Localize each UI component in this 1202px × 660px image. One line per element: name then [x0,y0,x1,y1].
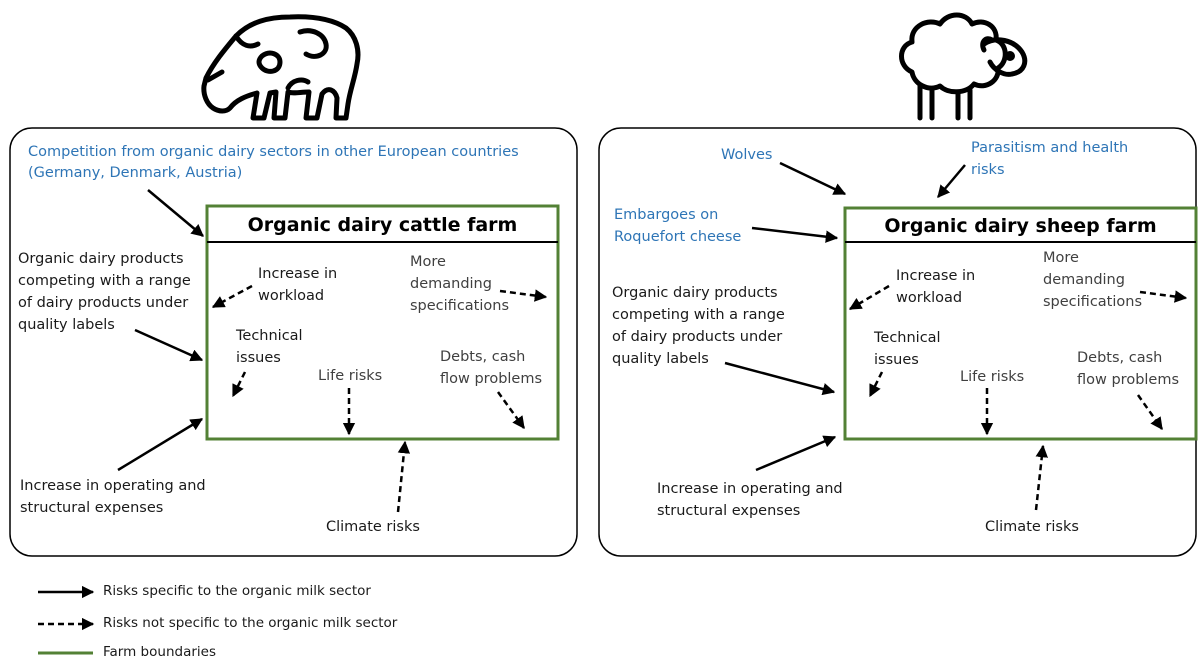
cattle-spec-line3: specifications [410,298,510,314]
sheep-parasitism-line1: Parasitism and health [971,140,1129,156]
arrow-sheep-expenses [755,435,837,472]
cattle-products-line3: of dairy products under [18,295,189,311]
cattle-products-line1: Organic dairy products [18,251,184,267]
arrow-sheep-products [724,361,836,396]
cattle-expenses-line1: Increase in operating and [20,478,206,494]
cattle-debts-line1: Debts, cash [440,349,526,365]
sheep-farm-title: Organic dairy sheep farm [884,215,1157,237]
cattle-farm-title: Organic dairy cattle farm [247,214,518,236]
sheep-products-line2: competing with a range [612,307,785,323]
arrow-sheep-debts [1136,394,1164,431]
arrow-sheep-climate [1034,444,1048,511]
cattle-competition-line1: Competition from organic dairy sectors i… [28,144,519,160]
cattle-context-box [9,127,578,557]
cattle-workload-line2: workload [258,288,325,304]
legend-boundaries-label: Farm boundaries [103,644,216,660]
sheep-spec-line3: specifications [1043,294,1143,310]
cattle-products-line2: competing with a range [18,273,191,289]
sheep-expenses-line1: Increase in operating and [657,481,843,497]
sheep-products-line4: quality labels [612,351,709,367]
cattle-technical-line2: issues [236,350,281,366]
sheep-embargo-line2: Roquefort cheese [614,229,742,245]
arrow-wolves [779,161,847,196]
cattle-expenses-line2: structural expenses [20,500,164,516]
legend-specific-label: Risks specific to the organic milk secto… [103,583,371,599]
sheep-wolves: Wolves [721,147,773,163]
cattle-products-line4: quality labels [18,317,115,333]
cattle-climate-risks: Climate risks [326,519,420,535]
arrow-sheep-technical [868,371,884,398]
cattle-life-risks: Life risks [318,368,383,384]
sheep-farm-boundary [843,206,1198,441]
cattle-debts-line2: flow problems [440,371,543,387]
arrow-sheep-workload [848,284,890,311]
cattle-farm-boundary [205,204,560,441]
sheep-life-risks: Life risks [960,369,1025,385]
cattle-workload-line1: Increase in [258,266,338,282]
arrow-embargo [751,226,839,243]
arrow-cattle-expenses [117,417,204,472]
arrow-sheep-specifications [1139,290,1188,303]
cow-icon [201,14,361,121]
sheep-spec-line2: demanding [1043,272,1125,288]
sheep-parasitism-line2: risks [971,162,1005,178]
arrow-cattle-climate [396,440,411,513]
cattle-competition-line2: (Germany, Denmark, Austria) [28,165,243,181]
sheep-icon [899,12,1028,121]
arrow-cattle-specifications [499,289,548,302]
arrow-parasitism [937,164,966,198]
sheep-debts-line2: flow problems [1077,372,1180,388]
sheep-products-line1: Organic dairy products [612,285,778,301]
sheep-spec-line1: More [1043,250,1079,266]
cattle-spec-line1: More [410,254,446,270]
arrow-cattle-products [134,328,204,362]
sheep-expenses-line2: structural expenses [657,503,801,519]
legend-not-specific-label: Risks not specific to the organic milk s… [103,615,398,631]
arrow-cattle-debts [496,391,526,430]
arrow-competition [147,189,204,237]
sheep-technical-line2: issues [874,352,919,368]
sheep-technical-line1: Technical [874,330,941,346]
cattle-spec-line2: demanding [410,276,492,292]
sheep-debts-line1: Debts, cash [1077,350,1163,366]
sheep-workload-line1: Increase in [896,268,976,284]
arrow-cattle-workload [211,284,253,309]
sheep-climate-risks: Climate risks [985,519,1079,535]
cattle-technical-line1: Technical [236,328,303,344]
sheep-workload-line2: workload [896,290,963,306]
sheep-products-line3: of dairy products under [612,329,783,345]
sheep-embargo-line1: Embargoes on [614,207,719,223]
arrow-cattle-technical [231,371,247,398]
